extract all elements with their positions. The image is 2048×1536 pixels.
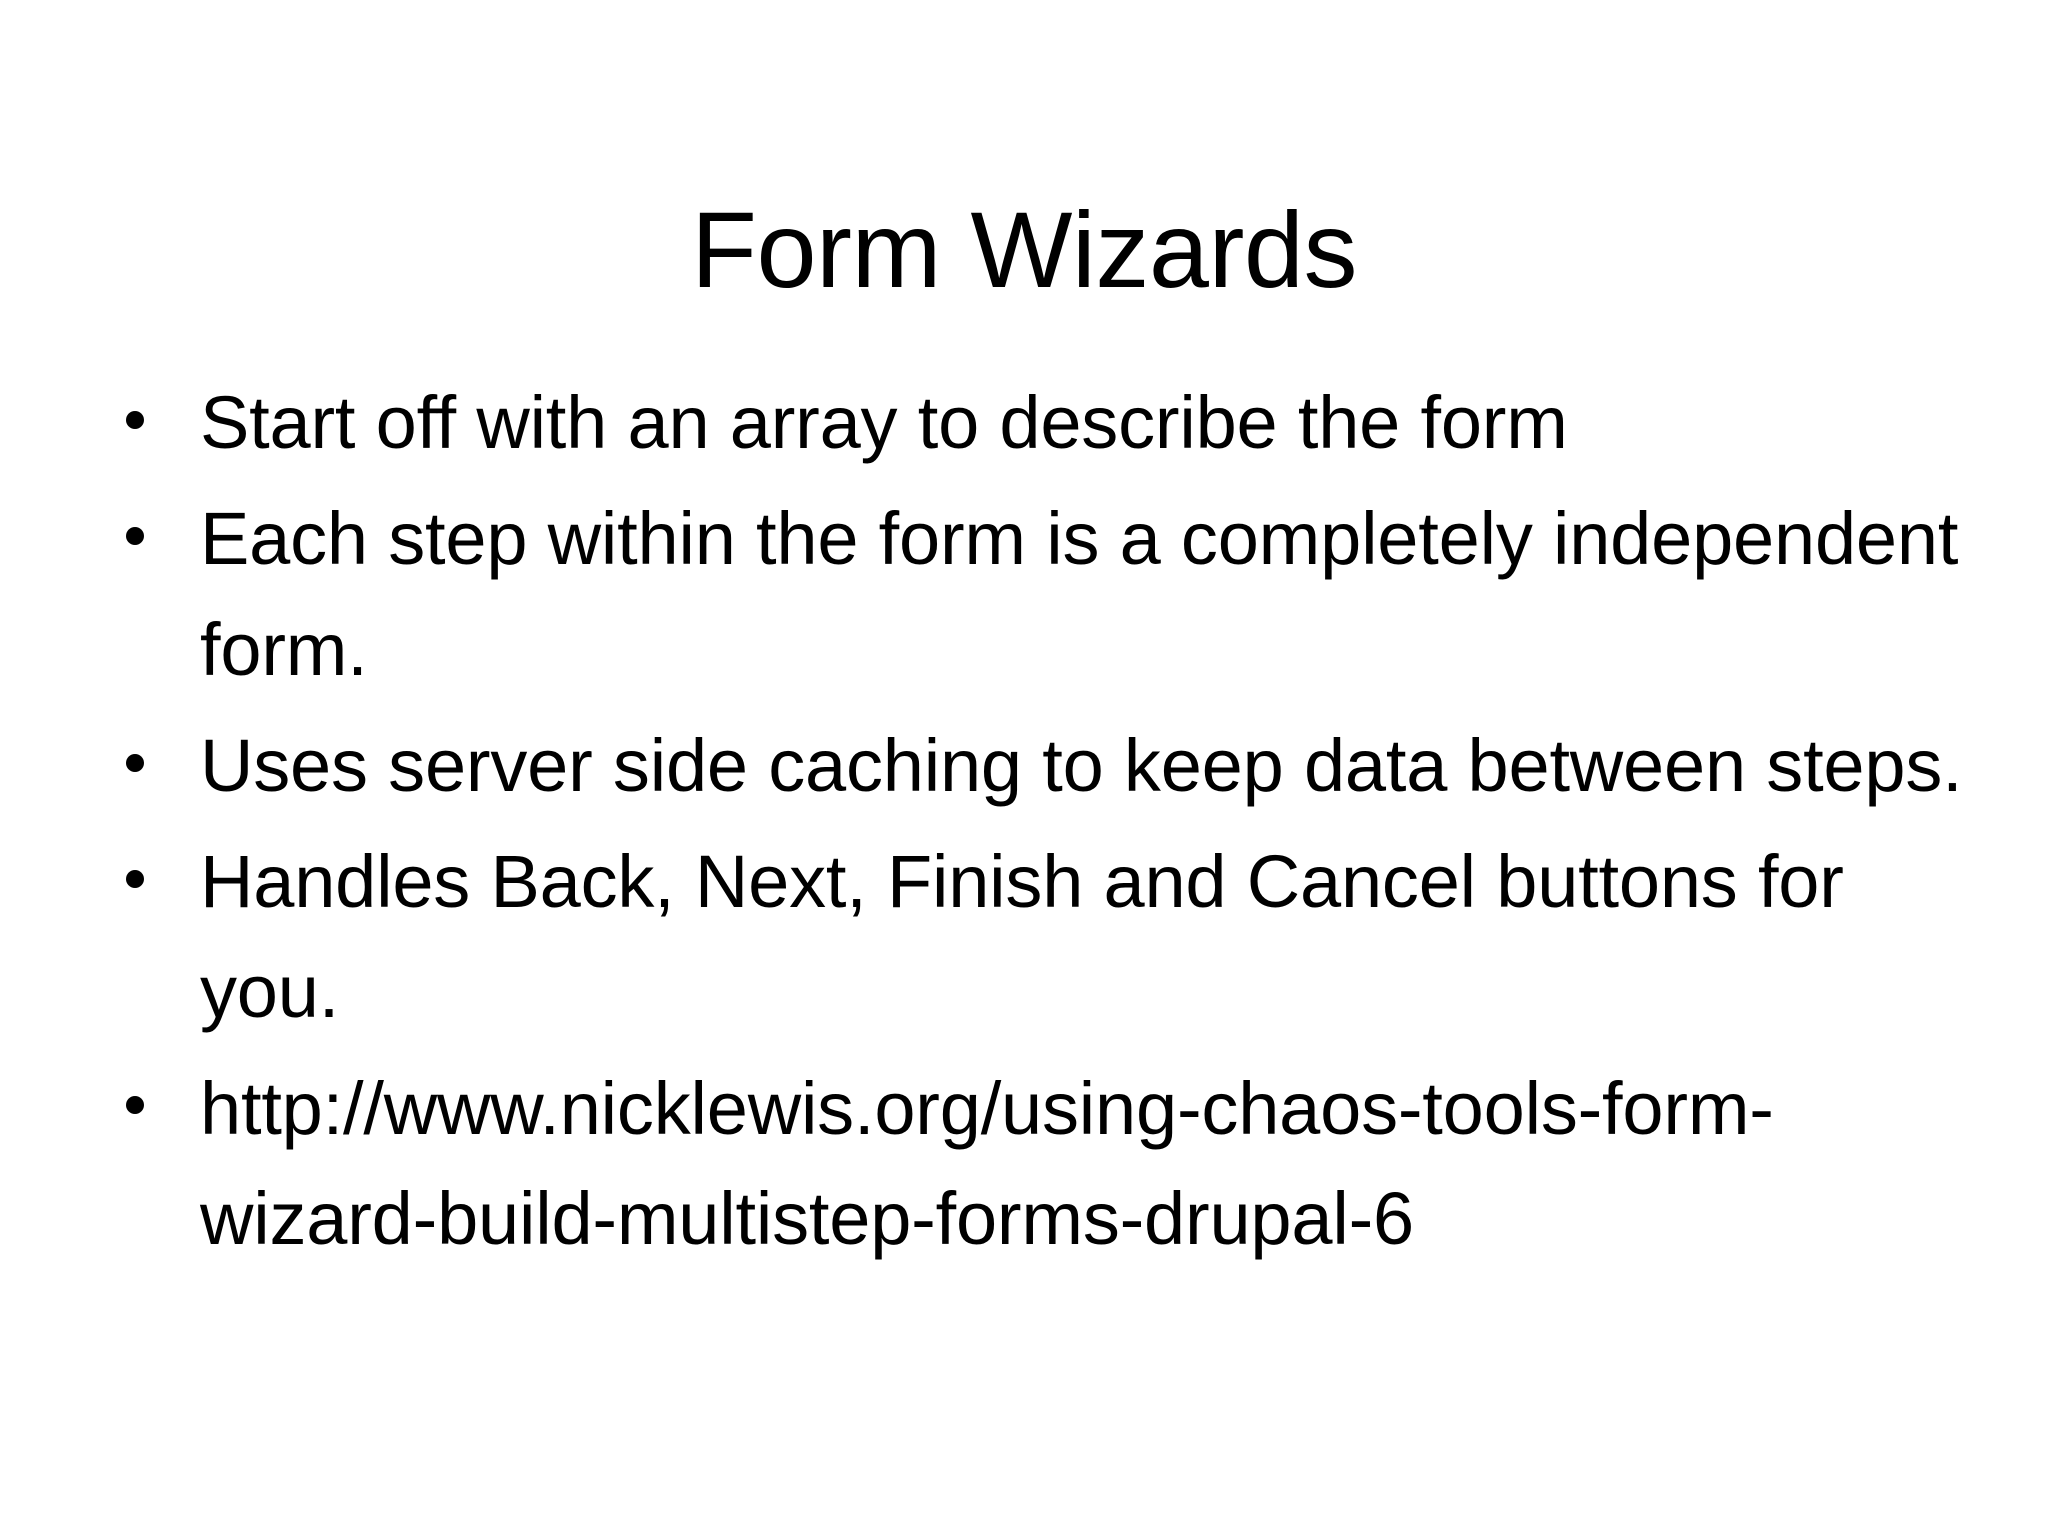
list-item: Each step within the form is a completel… [112,484,1972,705]
list-item-label: Uses server side caching to keep data be… [200,723,1963,807]
list-item: Handles Back, Next, Finish and Cancel bu… [112,827,1972,1048]
list-item-label: Handles Back, Next, Finish and Cancel bu… [200,840,1844,1034]
bullet-dot-icon [126,410,144,429]
bullet-list: Start off with an array to describe the … [112,368,1972,1280]
bullet-dot-icon [126,869,144,888]
page-title: Form Wizards [691,189,1358,311]
bullet-dot-icon [126,527,144,546]
bullet-dot-icon [126,753,144,772]
list-item-label: Start off with an array to describe the … [200,381,1568,464]
reference-url-label[interactable]: http://www.nicklewis.org/using-chaos-too… [200,1066,1774,1260]
list-item: Start off with an array to describe the … [112,368,1972,478]
list-item-link[interactable]: http://www.nicklewis.org/using-chaos-too… [112,1054,1972,1275]
list-item: Uses server side caching to keep data be… [112,711,1972,821]
list-item-label: Each step within the form is a completel… [200,497,1959,691]
bullet-dot-icon [126,1096,144,1115]
